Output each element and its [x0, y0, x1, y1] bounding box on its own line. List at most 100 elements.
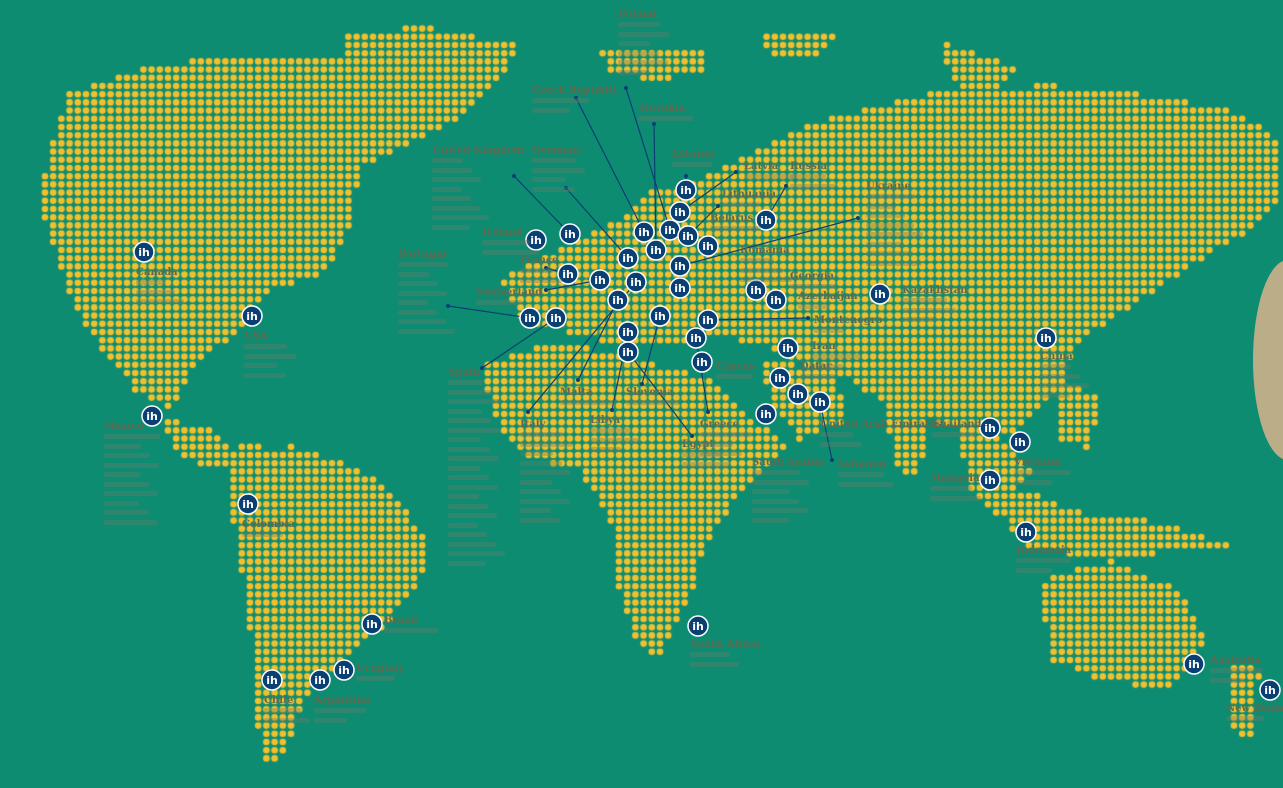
country-label-qatar[interactable]: Qatar — [800, 361, 832, 372]
ih-logo-icon-poland[interactable]: ih — [659, 219, 681, 241]
country-label-iran[interactable]: Iran — [812, 341, 836, 352]
country-label-saudi-arabia[interactable]: Saudi Arabia — [752, 457, 825, 468]
ih-logo-icon-colombia[interactable]: ih — [237, 493, 259, 515]
ih-logo-icon-argentina[interactable]: ih — [309, 669, 331, 691]
ih-logo-icon-portugal[interactable]: ih — [519, 307, 541, 329]
ih-logo-icon-egypt[interactable]: ih — [617, 341, 639, 363]
ih-logo-icon-ukraine[interactable]: ih — [669, 255, 691, 277]
ih-logo-icon-lebanon[interactable]: ih — [809, 391, 831, 413]
ih-logo-icon-uruguay[interactable]: ih — [333, 659, 355, 681]
ih-logo-icon-libya[interactable]: ih — [617, 321, 639, 343]
country-label-belarus[interactable]: Belarus — [710, 213, 754, 224]
country-label-germany[interactable]: Germany — [532, 145, 583, 156]
ih-logo-icon-russia[interactable]: ih — [755, 209, 777, 231]
country-label-france[interactable]: France — [520, 255, 559, 266]
country-label-montenegro[interactable]: Montenegro — [814, 315, 883, 326]
ih-logo-icon-usa[interactable]: ih — [241, 305, 263, 327]
ih-logo-icon-italy[interactable]: ih — [625, 271, 647, 293]
ih-logo-icon-spain[interactable]: ih — [545, 307, 567, 329]
ih-logo-icon-georgia[interactable]: ih — [745, 279, 767, 301]
ih-logo-icon-china[interactable]: ih — [1035, 327, 1057, 349]
country-label-cyprus[interactable]: Cyprus — [716, 361, 755, 372]
country-label-slovakia[interactable]: Slovakia — [638, 103, 686, 114]
ih-logo-icon-saudi-arabia[interactable]: ih — [755, 403, 777, 425]
ih-logo-icon-mexico[interactable]: ih — [141, 405, 163, 427]
country-label-lebanon[interactable]: Lebanon — [838, 459, 887, 470]
country-label-russia[interactable]: Russia — [790, 161, 828, 172]
ih-logo-icon-qatar[interactable]: ih — [769, 367, 791, 389]
ih-logo-icon-australia[interactable]: ih — [1183, 653, 1205, 675]
ih-logo-icon-estonia[interactable]: ih — [675, 179, 697, 201]
country-label-kazakhstan[interactable]: Kazakhstan — [902, 285, 968, 296]
ih-logo-icon-belarus[interactable]: ih — [697, 235, 719, 257]
country-label-czech-republic[interactable]: Czech Republic — [532, 85, 619, 96]
country-label-estonia[interactable]: Estonia — [672, 149, 715, 160]
ih-logo-icon-czech-republic[interactable]: ih — [633, 221, 655, 243]
country-label-malta[interactable]: Malta — [560, 387, 593, 398]
country-label-united-arab-emirates[interactable]: United Arab Emirates — [820, 419, 942, 430]
country-label-switzerland[interactable]: Switzerland — [476, 287, 543, 298]
country-label-egypt[interactable]: Egypt — [682, 439, 715, 450]
ih-logo-icon-new-zealand[interactable]: ih — [1259, 679, 1281, 701]
country-label-new-zealand[interactable]: New Zealand — [1226, 703, 1283, 714]
ih-logo-icon-vietnam[interactable]: ih — [1009, 431, 1031, 453]
country-label-indonesia[interactable]: Indonesia — [1016, 545, 1072, 556]
country-label-brazil[interactable]: Brazil — [384, 615, 418, 626]
leader-dot-greece — [706, 410, 710, 414]
ih-logo-icon-switzerland[interactable]: ih — [589, 269, 611, 291]
country-label-libya[interactable]: Libya — [590, 415, 621, 426]
ih-logo-icon-slovakia[interactable]: ih — [645, 239, 667, 261]
country-label-ireland[interactable]: Ireland — [482, 227, 523, 238]
ih-logo-icon-azerbaijan[interactable]: ih — [765, 289, 787, 311]
ih-logo-icon-united-arab-emirates[interactable]: ih — [787, 383, 809, 405]
ih-logo-icon-france[interactable]: ih — [557, 263, 579, 285]
country-label-italy[interactable]: Italy — [520, 419, 546, 430]
country-label-georgia[interactable]: Georgia — [790, 271, 835, 282]
country-label-greece[interactable]: Greece — [700, 419, 739, 430]
ih-logo-icon-cyprus[interactable]: ih — [691, 351, 713, 373]
ih-logo-icon-thailand[interactable]: ih — [979, 417, 1001, 439]
country-label-mexico[interactable]: Mexico — [104, 421, 144, 432]
ih-logo-icon-brazil[interactable]: ih — [361, 613, 383, 635]
country-label-united-kingdom[interactable]: United Kingdom — [432, 145, 525, 156]
ih-logo-icon-indonesia[interactable]: ih — [1015, 521, 1037, 543]
ih-logo-icon-malaysia[interactable]: ih — [979, 469, 1001, 491]
ih-logo-icon-ireland[interactable]: ih — [525, 229, 547, 251]
country-label-vietnam[interactable]: Vietnam — [1014, 457, 1061, 468]
ih-logo-icon-slovenia[interactable]: ih — [649, 305, 671, 327]
ih-logo-icon-iran[interactable]: ih — [777, 337, 799, 359]
country-label-poland[interactable]: Poland — [618, 9, 657, 20]
ih-logo-icon-latvia[interactable]: ih — [669, 201, 691, 223]
country-label-argentina[interactable]: Argentina — [314, 695, 370, 706]
leader-dot-latvia — [734, 170, 738, 174]
ih-logo-icon-south-africa[interactable]: ih — [687, 615, 709, 637]
ih-logo-icon-lithuania[interactable]: ih — [677, 225, 699, 247]
country-label-azerbaijan[interactable]: Azerbaijan — [798, 291, 858, 302]
ih-logo-icon-malta[interactable]: ih — [607, 289, 629, 311]
country-label-china[interactable]: China — [1040, 351, 1073, 362]
ih-logo-icon-canada[interactable]: ih — [133, 241, 155, 263]
ih-logo-icon-greece[interactable]: ih — [685, 327, 707, 349]
country-label-uruguay[interactable]: Uruguay — [356, 663, 404, 674]
country-label-lithuania[interactable]: Lithuania — [722, 189, 777, 200]
country-label-south-africa[interactable]: South Africa — [690, 639, 761, 650]
country-label-colombia[interactable]: Colombia — [242, 519, 295, 530]
country-label-malaysia[interactable]: Malaysia — [930, 473, 980, 484]
country-label-thailand[interactable]: Thailand — [932, 419, 982, 430]
country-label-romania[interactable]: Romania — [740, 245, 790, 256]
ih-logo-icon-united-kingdom[interactable]: ih — [559, 223, 581, 245]
ih-logo-icon-chile[interactable]: ih — [261, 669, 283, 691]
country-label-usa[interactable]: USA — [244, 331, 268, 342]
ih-logo-icon-germany[interactable]: ih — [617, 247, 639, 269]
country-label-latvia[interactable]: Latvia — [744, 161, 779, 172]
country-label-australia[interactable]: Australia — [1210, 655, 1262, 666]
country-label-slovenia[interactable]: Slovenia — [626, 387, 674, 398]
country-label-ukraine[interactable]: Ukraine — [866, 181, 911, 192]
country-label-chile[interactable]: Chile — [264, 695, 294, 706]
ih-logo-icon-kazakhstan[interactable]: ih — [869, 283, 891, 305]
country-label-canada[interactable]: Canada — [136, 267, 178, 278]
ih-logo-icon-romania[interactable]: ih — [669, 277, 691, 299]
ih-logo-icon-montenegro[interactable]: ih — [697, 309, 719, 331]
country-label-portugal[interactable]: Portugal — [398, 249, 447, 260]
country-label-spain[interactable]: Spain — [448, 367, 480, 378]
